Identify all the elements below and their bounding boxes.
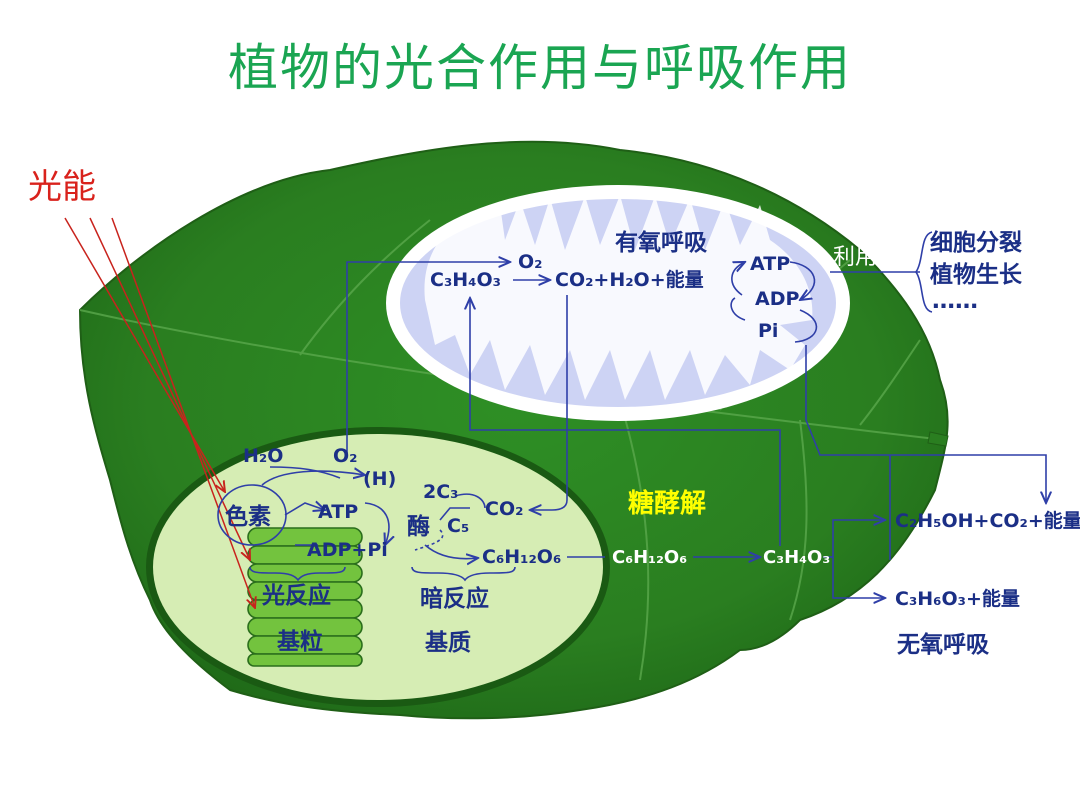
pigment-label: 色素	[225, 503, 271, 530]
atp-mito: ATP	[750, 253, 790, 275]
pyruvate-cyto: C₃H₄O₃	[763, 547, 830, 568]
stroma-label: 基质	[425, 630, 471, 656]
atp-chloro: ATP	[318, 501, 358, 523]
glycolysis-label: 糖酵解	[628, 488, 706, 519]
dark-reaction-label: 暗反应	[420, 585, 489, 612]
glucose-chloro: C₆H₁₂O₆	[482, 546, 561, 568]
mitochondria-cristae	[424, 195, 813, 400]
h-label: (H)	[363, 468, 396, 490]
grana-stack	[247, 527, 363, 667]
plant-growth-label: 植物生长	[930, 261, 1023, 288]
lactate-products: C₃H₆O₃+能量	[895, 587, 1020, 610]
light-reaction-label: 光反应	[261, 582, 331, 609]
h2o-label: H₂O	[243, 445, 283, 467]
c5-label: C₅	[447, 515, 469, 537]
ethanol-products: C₂H₅OH+CO₂+能量	[895, 509, 1080, 532]
o2-chloro: O₂	[333, 445, 357, 467]
light-rays	[64, 217, 255, 608]
adp-mito: ADP	[755, 288, 799, 310]
aerobic-respiration-label: 有氧呼吸	[615, 229, 708, 256]
mitochondria	[386, 185, 850, 421]
anaerobic-respiration-label: 无氧呼吸	[897, 631, 990, 658]
enzyme-label: 酶	[407, 513, 430, 540]
cell-division-label: 细胞分裂	[930, 229, 1022, 256]
adp-pi-label: ADP+Pi	[307, 539, 388, 561]
pyruvate-mito: C₃H₄O₃	[430, 269, 501, 291]
page-title: 植物的光合作用与呼吸作用	[228, 39, 852, 97]
co2-in-label: CO₂	[485, 498, 523, 520]
utilize-label: 利用	[833, 245, 877, 270]
grana-label: 基粒	[277, 628, 323, 655]
light-energy-label: 光能	[28, 167, 96, 207]
two-c3-label: 2C₃	[423, 481, 459, 503]
aerobic-products: CO₂+H₂O+能量	[555, 268, 704, 291]
pi-mito: Pi	[758, 320, 778, 342]
ellipsis-label: ……	[932, 288, 978, 314]
glucose-cyto: C₆H₁₂O₆	[612, 547, 687, 568]
pathway-arrows	[217, 231, 1046, 598]
o2-mito: O₂	[518, 251, 542, 273]
